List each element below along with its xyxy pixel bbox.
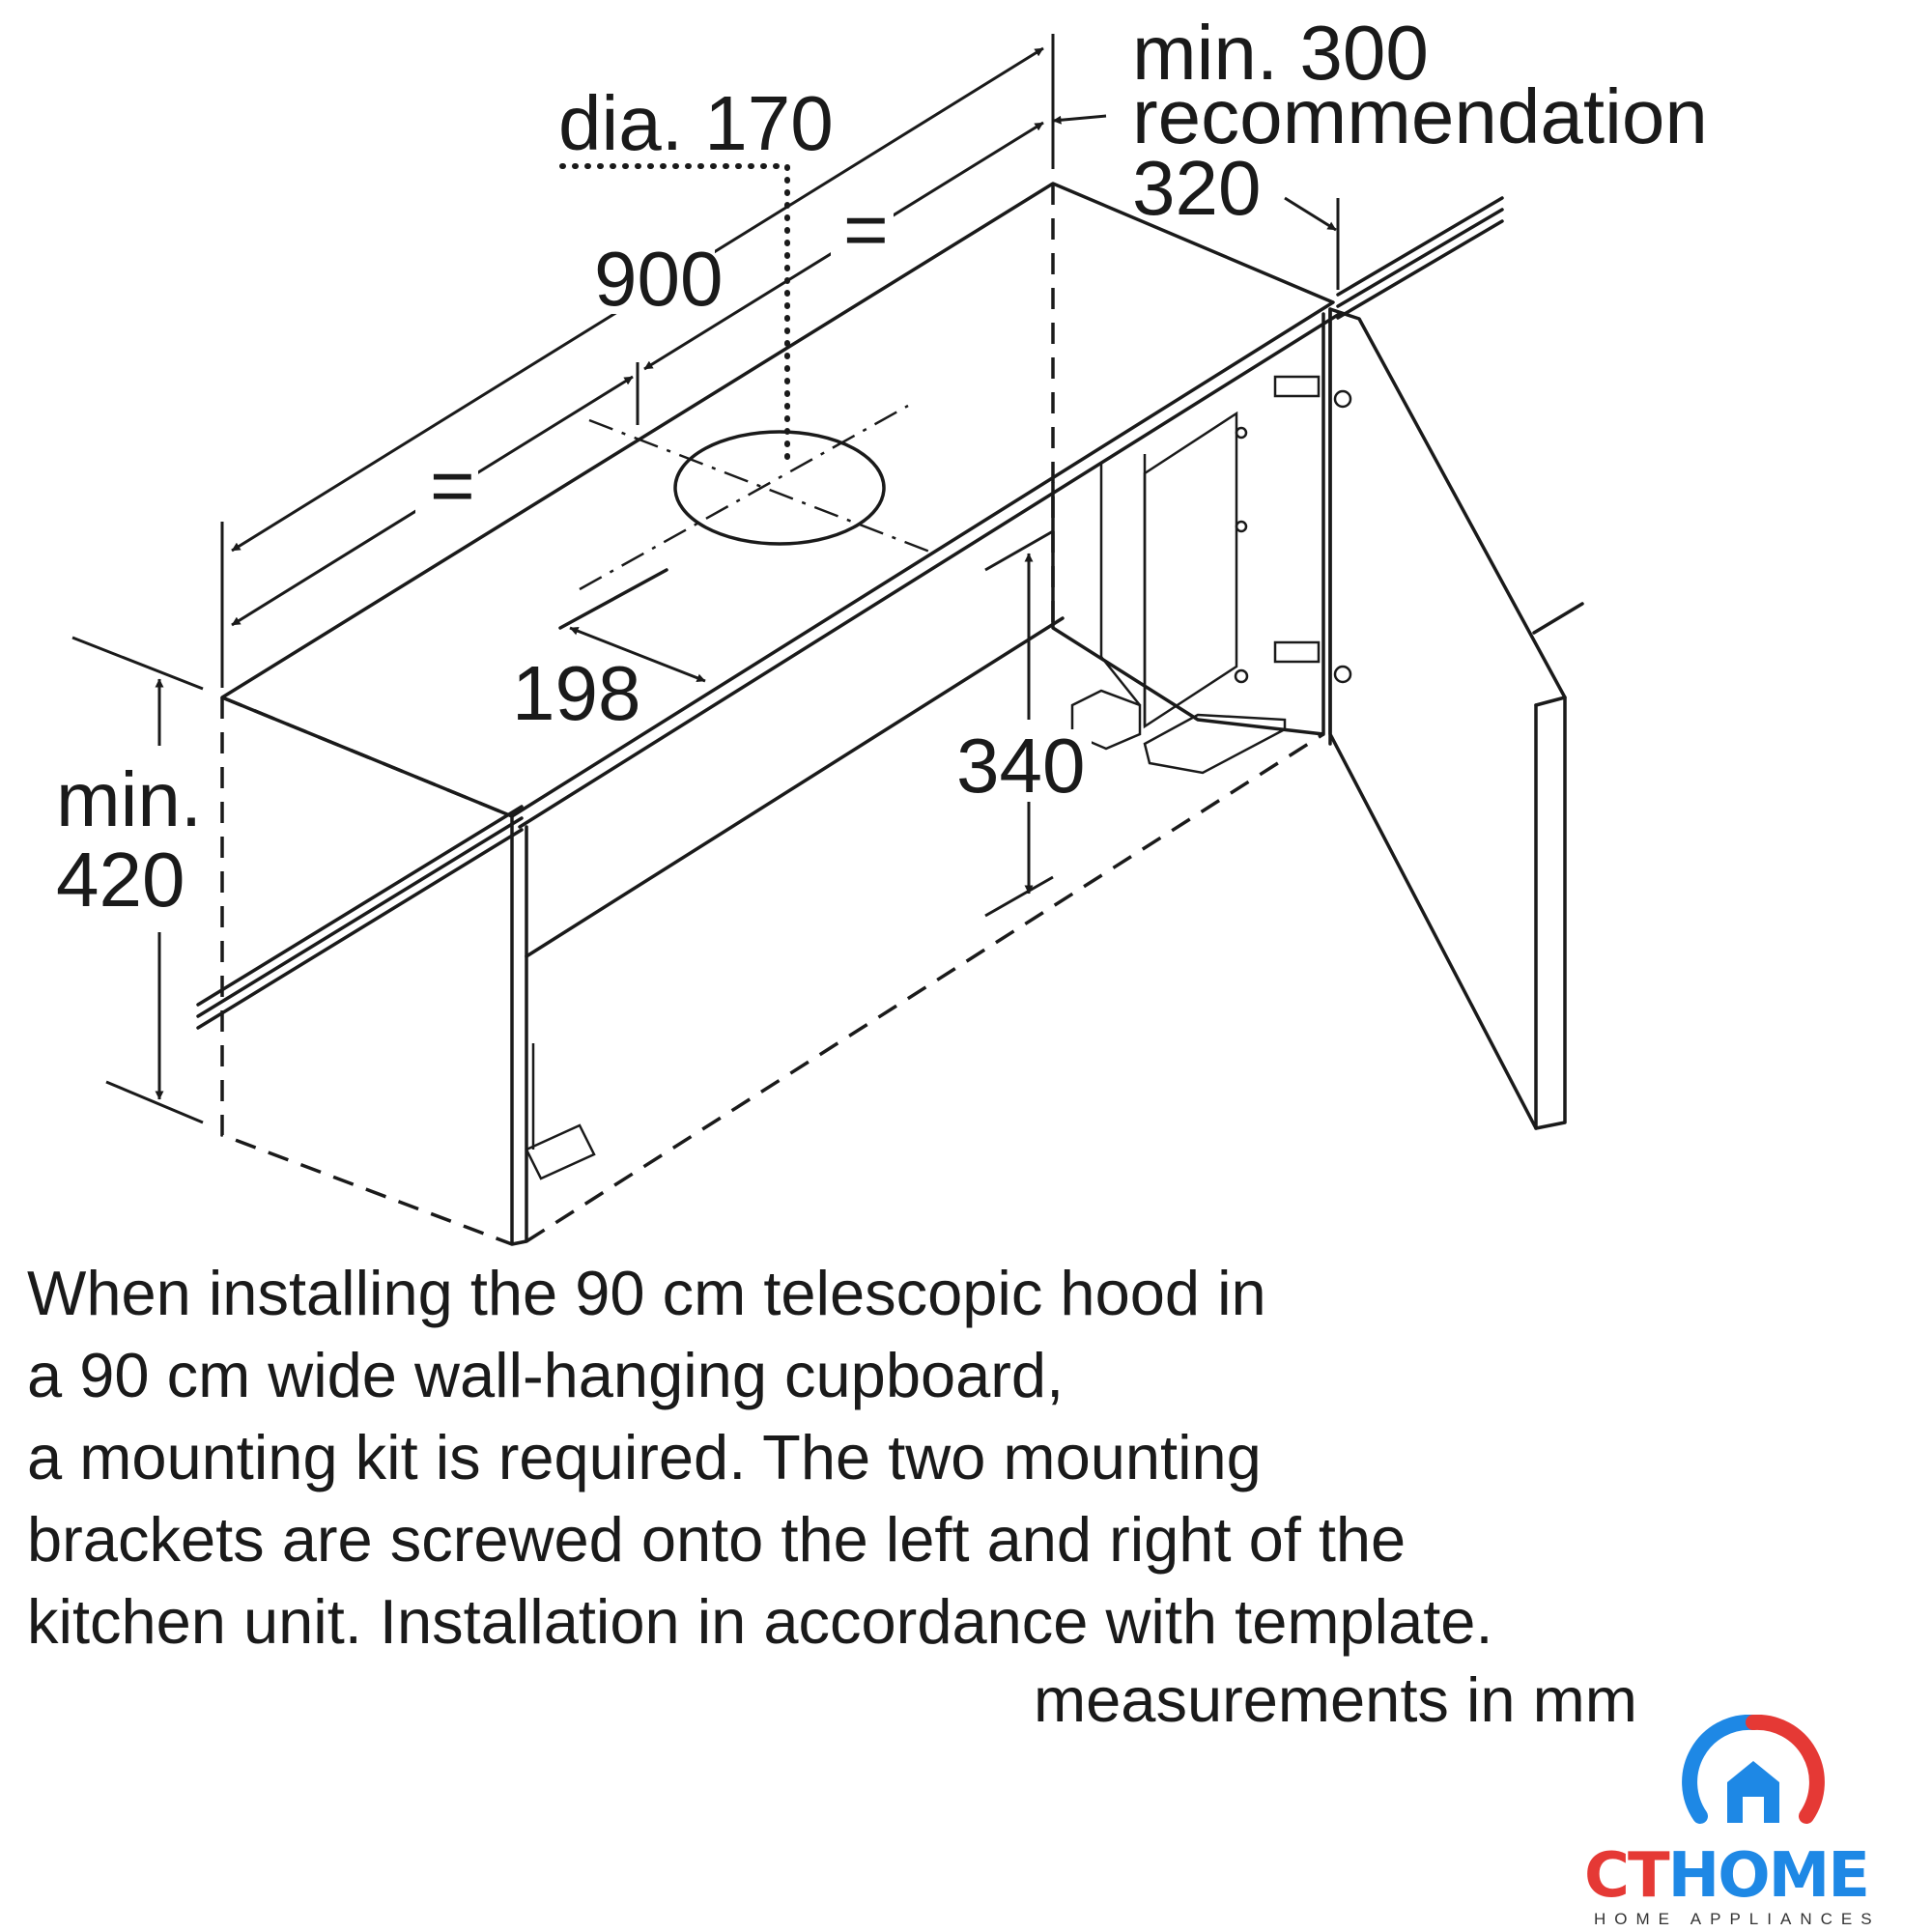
duct-centerline-2 [579,404,909,591]
bracket-hole-2 [1235,520,1248,533]
bracket-hole-1 [1235,426,1248,440]
logo-wordmark-ct: CT [1584,1840,1670,1912]
duct-centerline-1 [588,418,933,554]
logo-tagline: HOME APPLIANCES [1594,1910,1881,1928]
cabinet-interior [1051,312,1325,736]
house-logo-icon [1682,1715,1825,1824]
dim-depth-rec-label: recommendation [1132,73,1708,159]
cabinet-bottom-edge [526,732,1324,1243]
dim-equal-left-label: = [430,442,475,528]
description-line: kitchen unit. Installation in accordance… [27,1586,1493,1657]
dim-depth: min. 300 recommendation 320 [1052,10,1708,290]
wall-line-left-2 [196,816,524,1018]
bracket-hole-3 [1234,668,1249,684]
dim-depth-arrow-left [1052,114,1107,125]
wall-line-left-3 [196,828,524,1030]
wall-line-right-1 [1336,196,1504,297]
cabinet-top-panel [220,182,1335,818]
dim-width: 900 = = [220,34,1055,688]
dim-height-label-1: min. [56,756,202,842]
wall-line-right-2 [1336,208,1504,308]
bracket-foot [1143,713,1287,775]
door-edge [1534,696,1567,707]
dim-duct-leader [559,163,790,471]
description-line: When installing the 90 cm telescopic hoo… [27,1258,1266,1328]
cthome-logo: CTHOME HOME APPLIANCES [1565,1715,1922,1928]
hinge-upper [1273,375,1321,398]
bracket-clamp-link [1100,656,1141,706]
description-line: brackets are screwed onto the left and r… [27,1504,1406,1575]
cabinet-left-side [220,697,513,1246]
wall-line-right-stub [1532,602,1584,635]
duct-opening [673,430,886,546]
dim-equal-left-bg [415,464,478,517]
units-note: measurements in mm [1034,1664,1637,1735]
cabinet-left-top-edge [221,696,513,818]
wall-lines [196,196,1584,1030]
dim-inner-label: 340 [956,723,1085,809]
dim-duct-label: dia. 170 [558,80,834,166]
dim-inner-ext-top [984,529,1054,572]
door-hinges [1273,375,1352,684]
dim-duct-diameter: dia. 170 [558,80,834,471]
hood-inner-edge [525,616,1065,958]
dim-duct-offset: 198 [512,626,706,736]
dim-equal-right-label: = [843,186,889,272]
logo-wordmark: CTHOME [1584,1840,1870,1912]
description-line: a 90 cm wide wall-hanging cupboard, [27,1340,1065,1410]
dim-depth-arrow-right [1284,196,1337,232]
dim-duct-offset-line [569,626,706,683]
duct-offset-extension [558,568,668,630]
dim-equal-right-bg [831,208,894,261]
dim-height-ext-bottom [105,1080,204,1124]
mounting-bracket-right [1070,411,1287,775]
dim-inner-label-bg [956,729,1092,802]
hinge-upper-screw [1333,389,1352,409]
cabinet-door [1328,307,1567,1130]
installation-diagram: 900 = = dia. 170 min. 300 recommendation… [56,10,1708,1246]
cabinet-top-front-edge [518,311,1343,829]
wall-cabinet [220,182,1343,1246]
dim-height-ext-top [71,636,204,691]
dim-height-label-2: 420 [56,837,185,923]
hood-front-panel [510,814,528,1246]
description-line: a mounting kit is required. The two moun… [27,1422,1262,1492]
dim-duct-offset-label: 198 [512,650,640,736]
bracket-plate [1143,411,1238,729]
dim-depth-rec-value: 320 [1132,145,1261,231]
logo-wordmark-home: HOME [1667,1840,1870,1912]
dim-width-label-bg [570,237,715,314]
wall-line-right-3 [1336,219,1504,320]
installation-description: When installing the 90 cm telescopic hoo… [27,1252,1747,1662]
dim-inner-height: 340 [956,529,1092,918]
hinge-lower [1273,640,1321,664]
dim-min-height: min. 420 [56,636,204,1124]
dim-inner-ext-bottom [984,875,1054,918]
wall-line-left-1 [196,805,524,1007]
dim-width-label: 900 [594,236,723,322]
dim-depth-min-label: min. 300 [1132,10,1429,96]
left-bracket-tray [525,1123,596,1180]
hinge-lower-screw [1333,665,1352,684]
